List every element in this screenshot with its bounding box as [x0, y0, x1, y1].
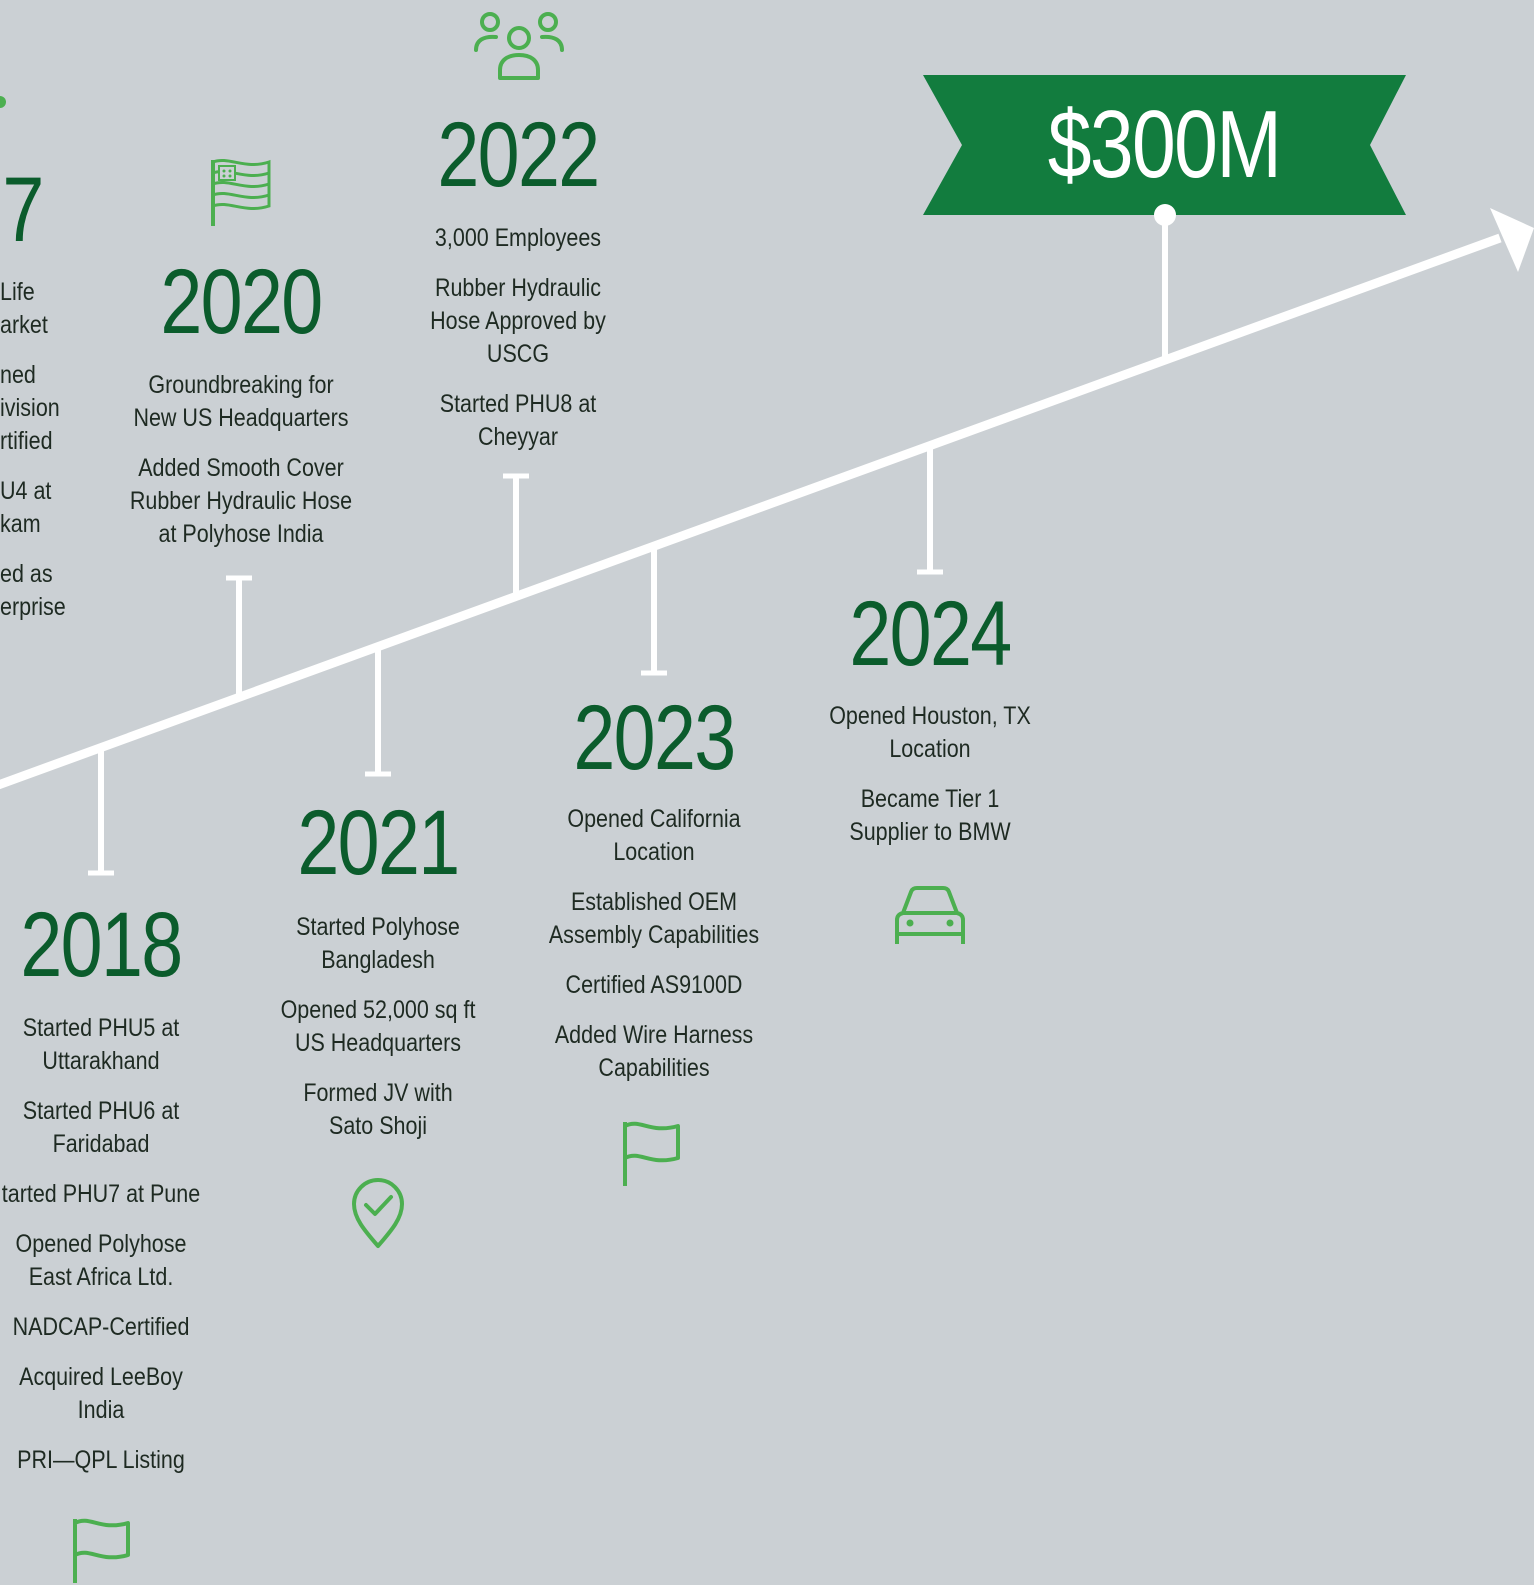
flag-icon [623, 1121, 680, 1186]
partial-item: U4 at [0, 477, 52, 505]
partial-item: arket [0, 311, 48, 339]
milestone-items-2018: Started PHU5 at Uttarakhand Started PHU6… [0, 1012, 241, 1494]
partial-item: erprise [0, 593, 66, 621]
milestone-item: Opened Polyhose East Africa Ltd. [15, 1230, 187, 1291]
connector-2021 [365, 648, 391, 777]
milestone-item: Opened 52,000 sq ft US Headquarters [280, 996, 476, 1057]
milestone-item: Started PHU5 at Uttarakhand [22, 1014, 180, 1075]
milestone-item: Started PHU8 at Cheyyar [439, 390, 597, 451]
milestone-item: Started Polyhose Bangladesh [296, 913, 460, 974]
people-icon [474, 12, 564, 80]
connector-2023 [641, 548, 667, 676]
milestone-item: tarted PHU7 at Pune [1, 1180, 201, 1208]
partial-item: ed as [0, 560, 53, 588]
partial-icon-fragment [0, 96, 6, 108]
milestone-item: NADCAP-Certified [12, 1313, 190, 1341]
flag-icon [73, 1518, 130, 1583]
revenue-banner [923, 75, 1406, 357]
milestone-item: Became Tier 1 Supplier to BMW [849, 785, 1011, 846]
year-2024: 2024 [849, 583, 1012, 685]
partial-item: ivision [0, 394, 60, 422]
milestone-item: Started PHU6 at Faridabad [22, 1097, 180, 1158]
location-check-icon [352, 1178, 404, 1248]
partial-item: kam [0, 510, 41, 538]
year-partial: 7 [2, 159, 44, 261]
connector-2018 [88, 748, 114, 876]
milestone-item: Established OEM Assembly Capabilities [548, 888, 760, 949]
connector-2020 [226, 575, 252, 697]
milestone-item: Added Wire Harness Capabilities [554, 1021, 754, 1082]
milestone-item: Rubber Hydraulic Hose Approved by USCG [430, 274, 606, 368]
car-icon [895, 886, 965, 944]
us-flag-icon [211, 159, 271, 226]
timeline-arrowhead [1490, 208, 1534, 272]
connector-2024 [917, 447, 943, 575]
milestone-item: Formed JV with Sato Shoji [303, 1079, 453, 1140]
milestone-items-2024: Opened Houston, TX Location Became Tier … [790, 700, 1070, 866]
year-2023: 2023 [573, 687, 736, 789]
milestone-item: 3,000 Employees [434, 224, 602, 252]
milestone-items-2023: Opened California Location Established O… [514, 803, 794, 1102]
milestone-item: Groundbreaking for New US Headquarters [133, 371, 349, 432]
milestone-items-2022: 3,000 Employees Rubber Hydraulic Hose Ap… [378, 222, 658, 471]
milestone-item: Acquired LeeBoy India [19, 1363, 183, 1424]
year-2018: 2018 [20, 894, 183, 996]
connector-2022 [503, 473, 529, 597]
milestone-items-2021: Started Polyhose Bangladesh Opened 52,00… [238, 911, 518, 1160]
milestone-item: Opened California Location [567, 805, 741, 866]
partial-item: rtified [0, 427, 53, 455]
year-2021: 2021 [297, 792, 460, 894]
milestone-item: Added Smooth Cover Rubber Hydraulic Hose… [129, 454, 353, 548]
revenue-banner-label: $300M [1047, 91, 1282, 198]
partial-item: ned [0, 361, 36, 389]
milestone-item: PRI—QPL Listing [17, 1446, 185, 1474]
partial-item: Life [0, 278, 35, 306]
year-2020: 2020 [160, 251, 323, 353]
milestone-items-2020: Groundbreaking for New US Headquarters A… [101, 369, 381, 568]
year-2022: 2022 [437, 104, 600, 206]
milestone-item: Certified AS9100D [565, 971, 743, 999]
milestone-item: Opened Houston, TX Location [829, 702, 1031, 763]
